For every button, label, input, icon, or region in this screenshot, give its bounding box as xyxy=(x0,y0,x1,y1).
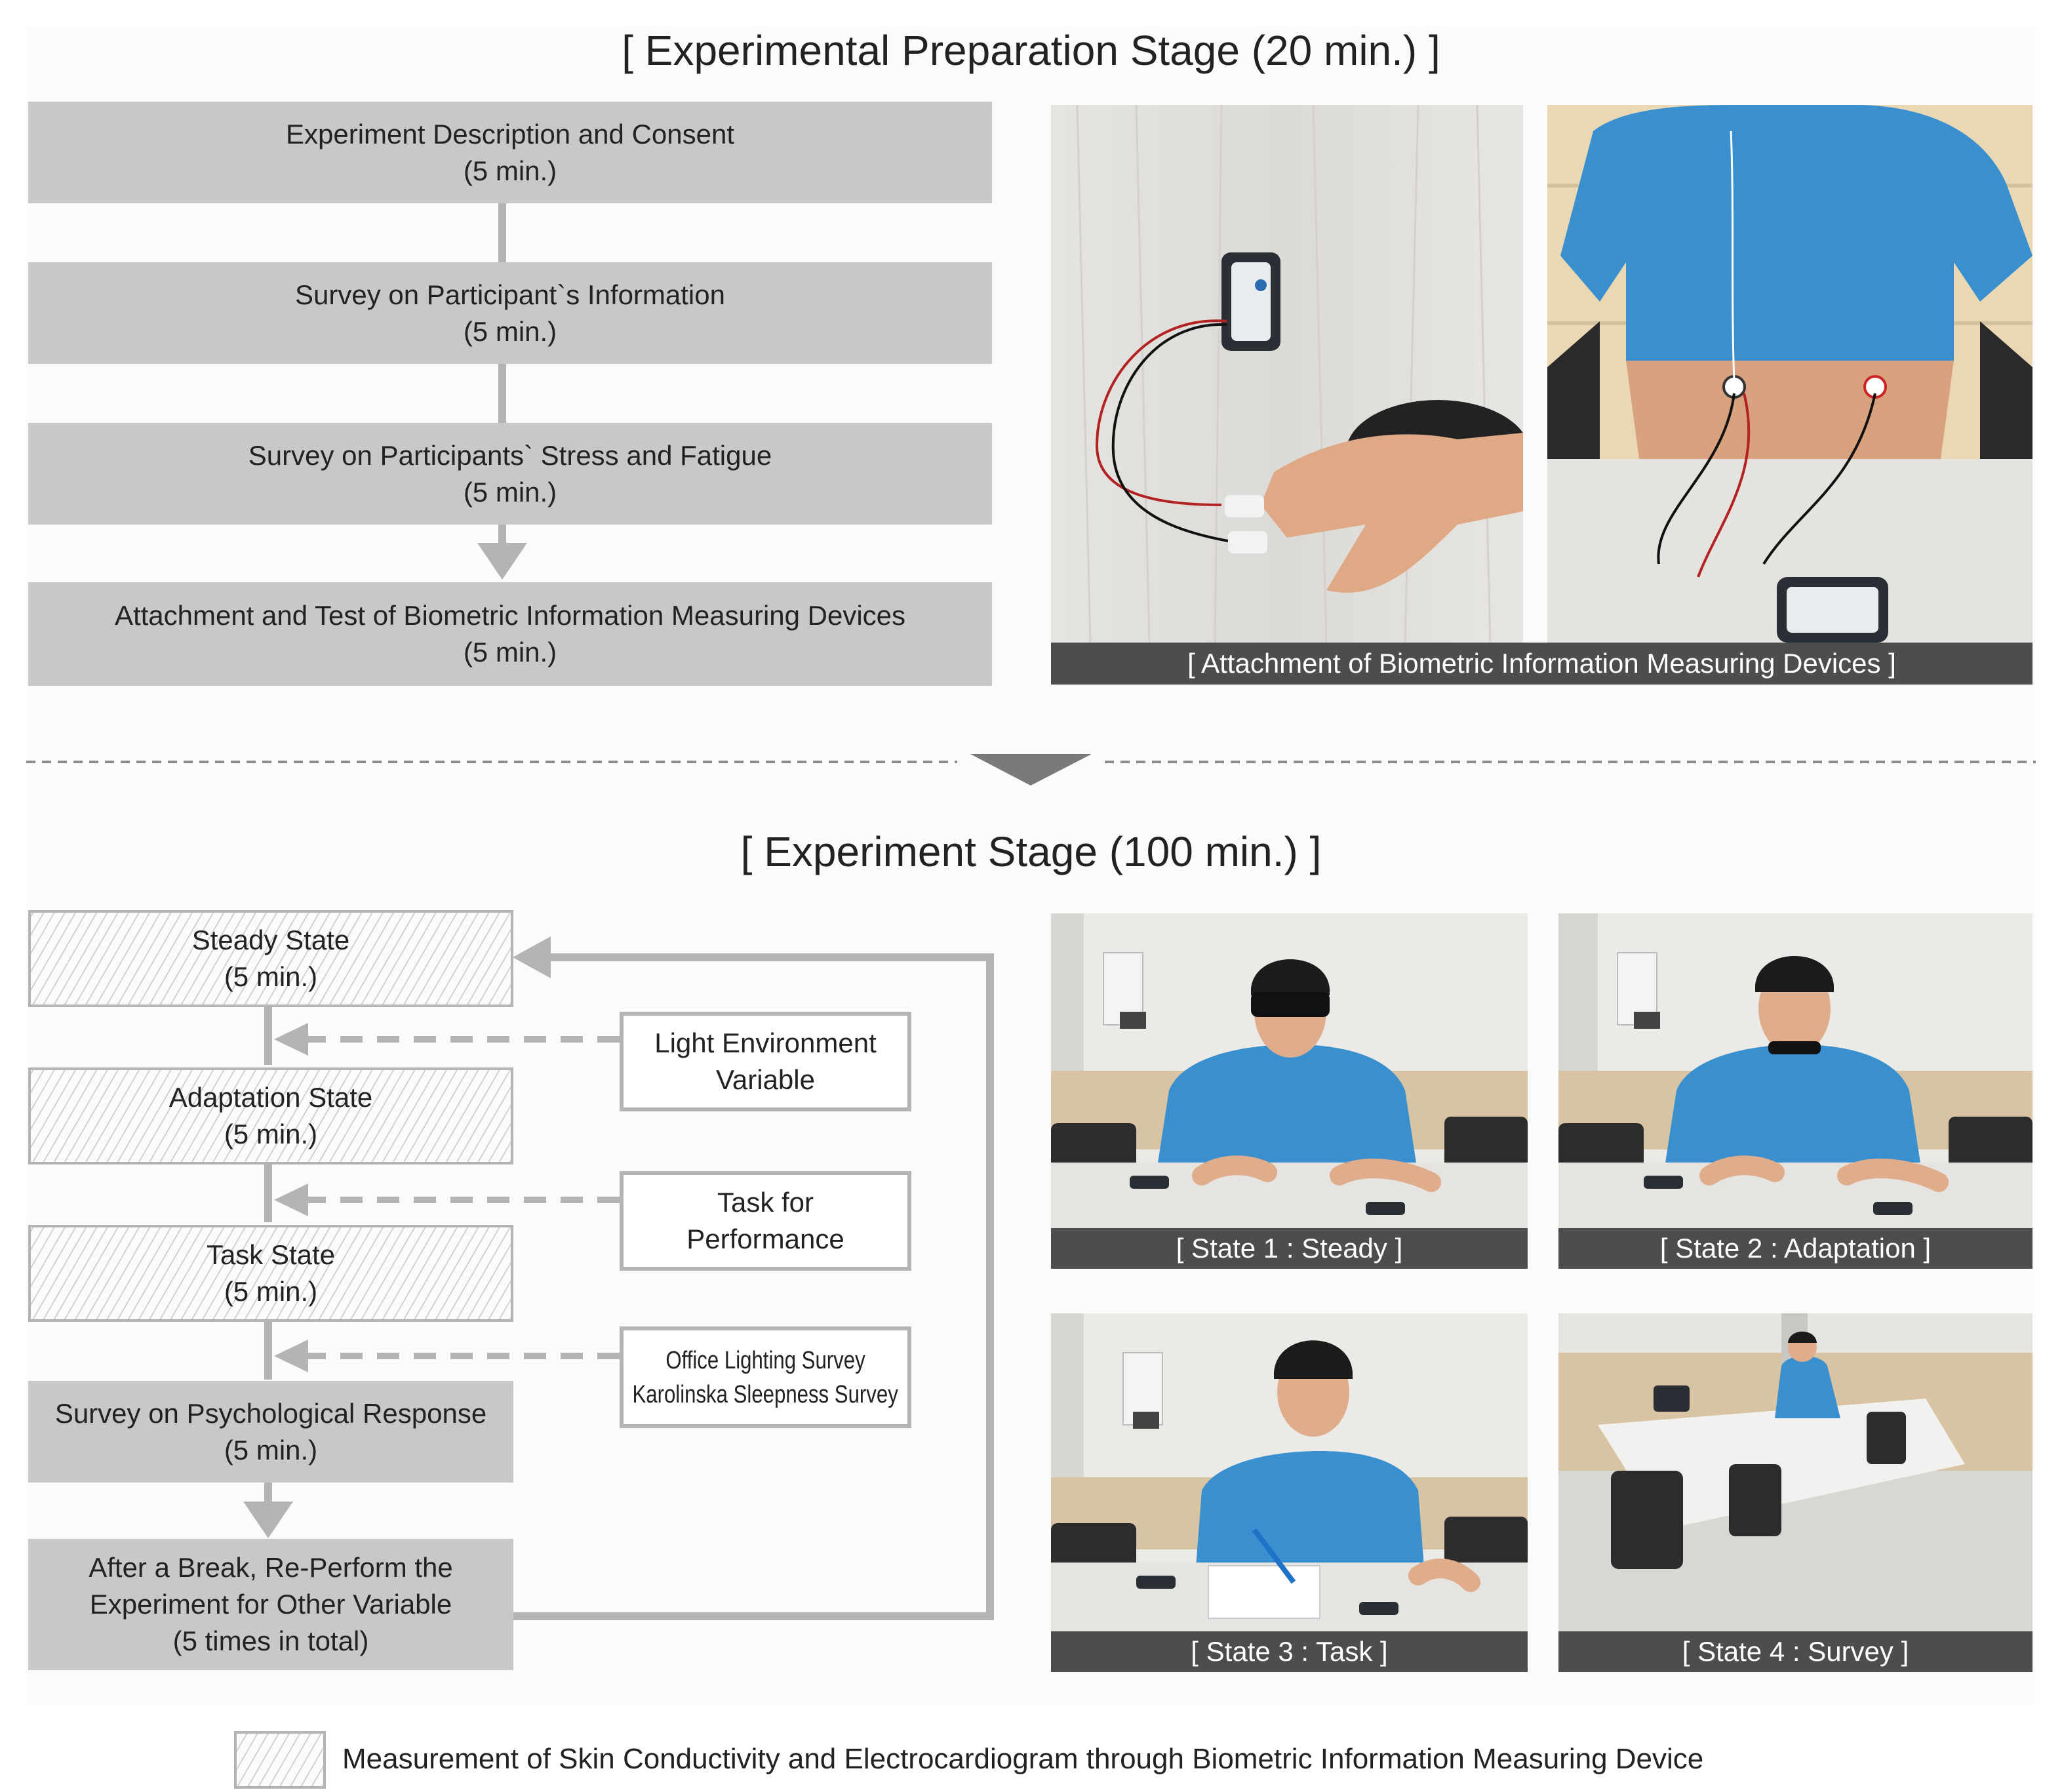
prep-step-label: Attachment and Test of Biometric Informa… xyxy=(114,600,906,631)
exp-connector-4 xyxy=(264,1482,272,1503)
variable-line-1: Task for xyxy=(717,1187,814,1218)
prep-connector-2 xyxy=(498,364,506,423)
prep-step-label: Survey on Participant`s Information xyxy=(295,279,725,310)
participant-adaptation-illustration xyxy=(1558,913,2032,1228)
task-state-box: Task State (5 min.) xyxy=(28,1225,513,1322)
participant-blindfold-illustration xyxy=(1051,913,1528,1228)
variable-line-1: Office Lighting Survey xyxy=(665,1346,865,1374)
stage-separator xyxy=(26,754,2036,786)
adaptation-state-box: Adaptation State (5 min.) xyxy=(28,1067,513,1165)
steady-state-box: Steady State (5 min.) xyxy=(28,910,513,1007)
prep-step-duration: (5 min.) xyxy=(463,315,557,347)
variable-line-2: Karolinska Sleepness Survey xyxy=(632,1380,899,1408)
photo-device-hand xyxy=(1051,105,1523,643)
prep-photo-caption: [ Attachment of Biometric Information Me… xyxy=(1051,643,2032,685)
state-label: Steady State xyxy=(191,925,350,955)
repeat-experiment-box: After a Break, Re-Perform the Experiment… xyxy=(28,1539,513,1670)
state-label: Adaptation State xyxy=(169,1082,373,1113)
repeat-line-1: After a Break, Re-Perform the xyxy=(89,1552,453,1583)
stage-transition-arrow-icon xyxy=(970,754,1092,786)
task-performance-box: Task for Performance xyxy=(620,1171,911,1271)
repeat-line-3: (5 times in total) xyxy=(172,1625,369,1656)
lighting-sleepiness-survey-box: Office Lighting Survey Karolinska Sleepn… xyxy=(620,1326,911,1428)
state-duration: (5 min.) xyxy=(224,1276,318,1307)
loop-arrow-left-icon xyxy=(513,936,551,978)
prep-step-consent: Experiment Description and Consent (5 mi… xyxy=(28,102,992,203)
survey-psychological-box: Survey on Psychological Response (5 min.… xyxy=(28,1381,513,1483)
repeat-line-2: Experiment for Other Variable xyxy=(89,1589,452,1620)
participant-writing-illustration xyxy=(1051,1313,1528,1631)
survey-label: Survey on Psychological Response xyxy=(54,1397,487,1429)
state-duration: (5 min.) xyxy=(224,1119,318,1149)
exp-connector-2 xyxy=(264,1162,272,1222)
legend-hatch-swatch xyxy=(234,1731,326,1789)
variable-line-1: Light Environment xyxy=(654,1027,877,1058)
light-environment-variable-box: Light Environment Variable xyxy=(620,1012,911,1111)
prep-connector-1 xyxy=(498,203,506,262)
device-hand-illustration xyxy=(1051,105,1523,643)
exp-connector-1 xyxy=(264,1005,272,1065)
photo-state-1-steady xyxy=(1051,913,1528,1228)
experiment-stage-title: [ Experiment Stage (100 min.) ] xyxy=(740,828,1322,875)
survey-duration: (5 min.) xyxy=(224,1434,318,1465)
variable-line-2: Performance xyxy=(686,1224,844,1254)
state-label: Task State xyxy=(206,1239,336,1270)
state-4-caption: [ State 4 : Survey ] xyxy=(1558,1631,2032,1672)
prep-step-label: Experiment Description and Consent xyxy=(285,118,735,149)
prep-step-duration: (5 min.) xyxy=(463,155,557,186)
prep-step-duration: (5 min.) xyxy=(463,476,557,508)
prep-step-stress-fatigue: Survey on Participants` Stress and Fatig… xyxy=(28,423,992,525)
legend-text: Measurement of Skin Conductivity and Ele… xyxy=(342,1743,1704,1775)
prep-connector-3 xyxy=(498,525,506,544)
exp-connector-3 xyxy=(264,1319,272,1380)
prep-stage-title: [ Experimental Preparation Stage (20 min… xyxy=(622,27,1440,74)
state-3-caption: [ State 3 : Task ] xyxy=(1051,1631,1528,1672)
prep-step-duration: (5 min.) xyxy=(463,637,557,667)
photo-chest-electrodes xyxy=(1547,105,2032,643)
exp-arrow-down-icon xyxy=(243,1502,293,1538)
prep-arrow-down-icon xyxy=(477,543,527,580)
variable-line-2: Variable xyxy=(716,1064,815,1095)
state-1-caption: [ State 1 : Steady ] xyxy=(1051,1228,1528,1269)
chest-electrodes-illustration xyxy=(1547,105,2032,643)
room-survey-illustration xyxy=(1558,1313,2032,1631)
prep-step-device-attachment: Attachment and Test of Biometric Informa… xyxy=(28,582,992,686)
prep-step-participant-info: Survey on Participant`s Information (5 m… xyxy=(28,262,992,364)
photo-state-2-adaptation xyxy=(1558,913,2032,1228)
state-duration: (5 min.) xyxy=(224,961,318,992)
photo-state-3-task xyxy=(1051,1313,1528,1631)
prep-step-label: Survey on Participants` Stress and Fatig… xyxy=(248,439,772,471)
photo-state-4-survey xyxy=(1558,1313,2032,1631)
state-2-caption: [ State 2 : Adaptation ] xyxy=(1558,1228,2032,1269)
